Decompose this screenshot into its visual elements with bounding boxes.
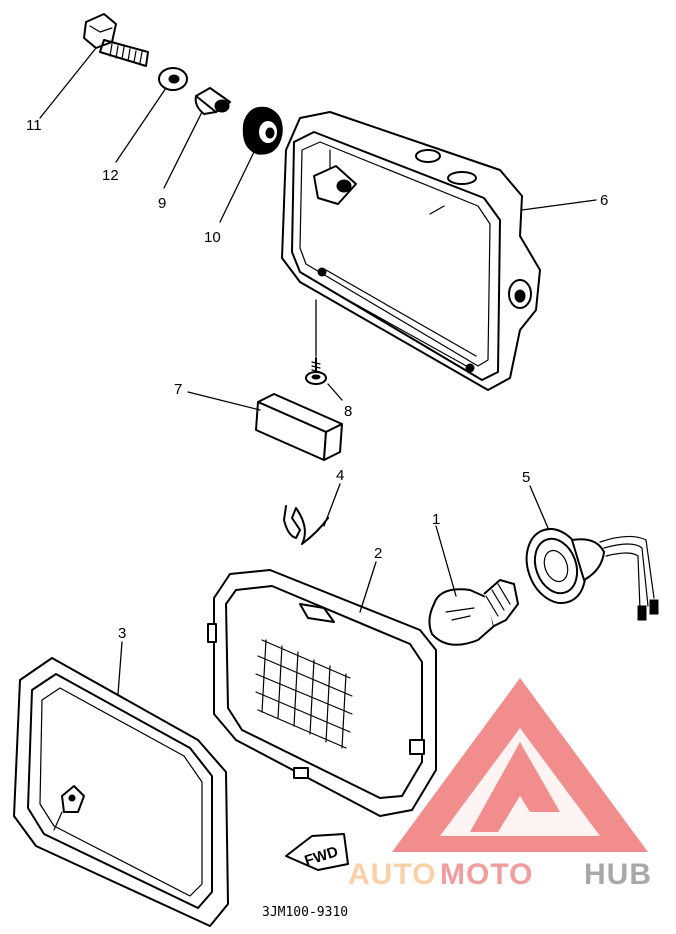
drawing-code: 3JM100-9310 — [262, 905, 348, 920]
part-7-block — [255, 393, 343, 461]
callout-7: 7 — [174, 381, 182, 398]
callout-6: 6 — [600, 192, 608, 209]
callout-9: 9 — [158, 195, 166, 212]
callout-12: 12 — [102, 167, 119, 184]
part-1-bulb — [428, 579, 519, 646]
watermark-auto: AUTO — [348, 858, 436, 891]
part-10-grommet — [242, 106, 283, 155]
fwd-arrow: FWD — [285, 833, 349, 871]
part-3-rim — [13, 657, 229, 927]
watermark-hub: HUB — [584, 858, 652, 891]
watermark-logo: AUTO MOTO HUB — [348, 678, 652, 891]
part-4-spring — [283, 505, 329, 545]
callout-11: 11 — [26, 117, 42, 134]
callout-1: 1 — [432, 511, 440, 528]
callout-labels: 11 12 9 10 6 7 8 4 5 2 1 3 — [26, 117, 608, 642]
callout-8: 8 — [344, 403, 352, 420]
watermark-g-mark — [470, 742, 560, 832]
part-8-screw — [305, 357, 327, 385]
watermark-moto: MOTO — [440, 858, 533, 891]
callout-10: 10 — [204, 229, 221, 246]
part-5-socket — [525, 528, 659, 621]
part-11-bolt — [83, 13, 149, 67]
part-12-washer — [158, 67, 188, 91]
leader-lines — [39, 47, 597, 695]
callout-3: 3 — [118, 625, 126, 642]
part-6-housing — [281, 111, 541, 391]
callout-2: 2 — [374, 545, 382, 562]
callout-5: 5 — [522, 469, 530, 486]
part-9-collar — [194, 87, 231, 115]
part-2-lens-unit — [207, 569, 437, 817]
callout-4: 4 — [336, 467, 344, 484]
